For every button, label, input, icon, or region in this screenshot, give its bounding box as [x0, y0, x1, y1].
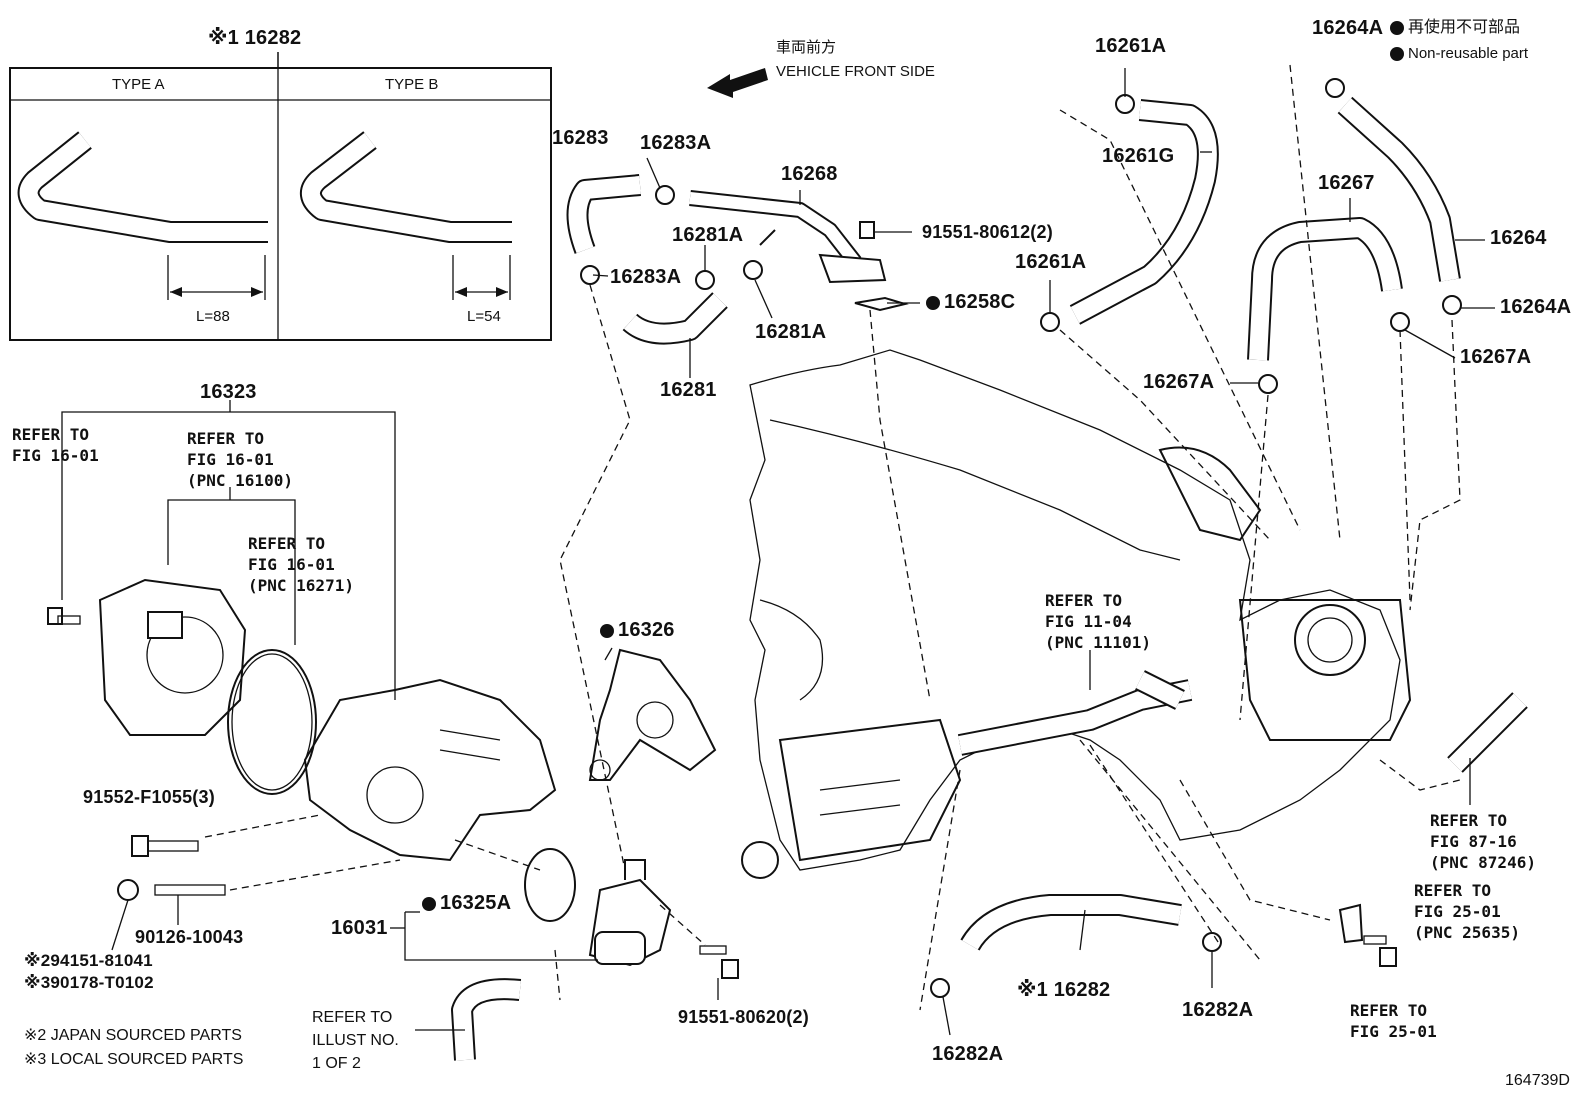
callout-16264A-right: 16264A [1500, 296, 1572, 318]
callout-16267A-right: 16267A [1460, 346, 1532, 368]
hose-16267 [1247, 217, 1403, 361]
callout-16323: 16323 [200, 381, 257, 403]
callout-16282A-mid: 16282A [1182, 999, 1254, 1021]
legend-jp-text: 再使用不可部品 [1408, 19, 1521, 36]
callout-16282A-bottom: 16282A [932, 1043, 1004, 1065]
legend-en: Non-reusable part [1390, 45, 1529, 62]
hose-type-a-drawing [17, 131, 268, 300]
callout-16283: 16283 [552, 127, 609, 149]
clamp-icon [580, 78, 1462, 998]
callout-16283A-left: 16283A [610, 266, 682, 288]
bullet-icon [1390, 47, 1404, 62]
type-a-header: TYPE A [112, 76, 165, 93]
hose-16283 [566, 174, 641, 254]
callout-91551-80612: 91551-80612(2) [922, 222, 1053, 242]
callout-16325A-text: 16325A [440, 892, 512, 914]
engine-block-drawing [741, 349, 1412, 879]
callout-90126-10043: 90126-10043 [135, 927, 244, 947]
bolt-icon [47, 221, 1397, 979]
legend-en-text: Non-reusable part [1408, 45, 1529, 62]
figure-id: 164739D [1505, 1072, 1570, 1089]
callout-16267: 16267 [1318, 172, 1375, 194]
water-pump-cover-drawing [98, 578, 247, 736]
thermostat-housing-16031-drawing [588, 859, 672, 967]
non-reusable-dot-icon [422, 896, 436, 911]
type-b-header: TYPE B [385, 76, 439, 93]
refer-fig-25-01-pnc-25635: REFER TO FIG 25-01 (PNC 25635) [1414, 881, 1520, 942]
non-reusable-dot-icon [600, 623, 614, 638]
refer-fig-25-01-b: REFER TO FIG 25-01 [1350, 1001, 1437, 1041]
callout-16282-bottom: ※1 16282 [1017, 979, 1111, 1001]
hose-type-inset [9, 52, 552, 341]
refer-fig-87-16: REFER TO FIG 87-16 (PNC 87246) [1430, 811, 1536, 872]
vehicle-front-arrow-icon [707, 68, 768, 98]
refer-fig-16-01-pnc-16100: REFER TO FIG 16-01 (PNC 16100) [187, 429, 293, 490]
callout-16031: 16031 [331, 917, 388, 939]
callout-16264A-top: 16264A [1312, 17, 1384, 39]
callout-16267A-left: 16267A [1143, 371, 1215, 393]
callout-16258C: 16258C [926, 292, 1015, 312]
callout-16281A-top: 16281A [672, 224, 744, 246]
assembly-lines [204, 64, 1461, 1011]
type-a-length: L=88 [196, 308, 230, 325]
callout-16281A-bottom: 16281A [755, 321, 827, 343]
inset-part-ref: ※1 16282 [208, 27, 302, 49]
callout-91551-80620: 91551-80620(2) [678, 1007, 809, 1027]
callout-16261A-mid: 16261A [1015, 251, 1087, 273]
direction-jp: 車両前方 [776, 39, 837, 56]
hose-16261G [1069, 99, 1219, 325]
gasket-16326-drawing [588, 648, 717, 781]
callout-16261G: 16261G [1102, 145, 1175, 167]
legend-jp: 再使用不可部品 [1390, 20, 1520, 36]
callout-16261A-top: 16261A [1095, 35, 1167, 57]
callout-16258C-text: 16258C [944, 291, 1016, 313]
leader-lines [61, 52, 1495, 1036]
hose-type-b-drawing [300, 131, 512, 300]
callout-16283A-top: 16283A [640, 132, 712, 154]
o-ring-16271 [227, 649, 317, 795]
refer-fig-16-01-a: REFER TO FIG 16-01 [12, 425, 99, 465]
o-ring-16325A [524, 848, 576, 922]
non-reusable-dot-icon [926, 295, 940, 310]
refer-fig-16-01-pnc-16271: REFER TO FIG 16-01 (PNC 16271) [248, 534, 354, 595]
note-local-sourced: ※3 LOCAL SOURCED PARTS [24, 1051, 244, 1068]
callout-16281: 16281 [660, 379, 717, 401]
refer-fig-11-04: REFER TO FIG 11-04 (PNC 11101) [1045, 591, 1151, 652]
callout-94151-81041: ※294151-81041 [24, 951, 153, 970]
type-b-length: L=54 [467, 308, 501, 325]
hose-16264 [1337, 96, 1461, 282]
pipe-16268 [689, 190, 887, 284]
callout-90178-T0102: ※390178-T0102 [24, 973, 154, 992]
callout-91552-F1055: 91552-F1055(3) [83, 787, 215, 807]
direction-en: VEHICLE FRONT SIDE [776, 63, 935, 80]
hose-16282-bottom [960, 894, 1182, 951]
hose-16281 [622, 292, 728, 345]
callout-16326-text: 16326 [618, 619, 675, 641]
refer-illust-no: REFER TO ILLUST NO. 1 OF 2 [312, 1009, 399, 1072]
water-pump-16323-drawing [303, 678, 557, 862]
bullet-icon [1390, 20, 1404, 35]
hose-refer-illust [451, 978, 522, 1061]
hose-refer-87246 [1447, 692, 1528, 773]
callout-16264: 16264 [1490, 227, 1547, 249]
callout-16268: 16268 [781, 163, 838, 185]
callout-16326: 16326 [600, 620, 675, 640]
callout-16325A: 16325A [422, 893, 511, 913]
note-japan-sourced: ※2 JAPAN SOURCED PARTS [24, 1027, 242, 1044]
